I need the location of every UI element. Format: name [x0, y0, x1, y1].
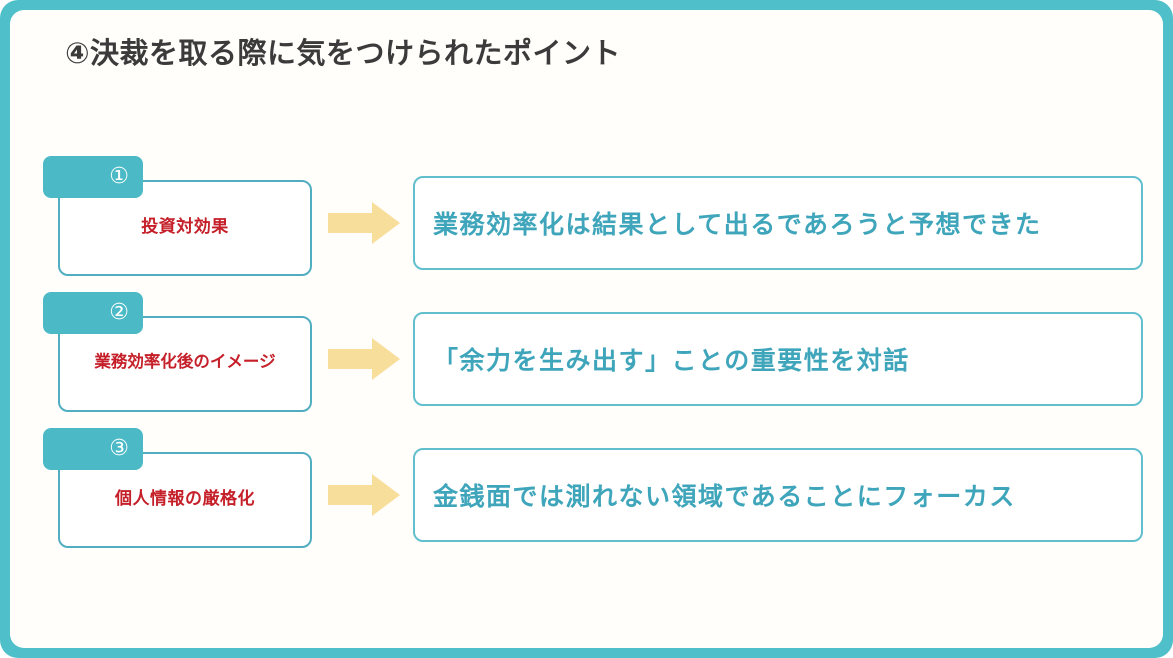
statement-label: 業務効率化は結果として出るであろうと予想できた	[433, 211, 1042, 239]
statement-label: 金銭面では測れない領域であることにフォーカス	[433, 483, 1016, 511]
topic-number-tab: ③	[43, 428, 143, 470]
circled-number-icon: ③	[109, 436, 129, 461]
statement-card: 「余力を生み出す」ことの重要性を対話	[413, 312, 1143, 406]
topic-label: 投資対効果	[141, 217, 229, 236]
slide-canvas: ④決裁を取る際に気をつけられたポイント 投資対効果 ① 業務効率化は結果として出…	[10, 10, 1163, 648]
point-row: 個人情報の厳格化 ③ 金銭面では測れない領域であることにフォーカス	[10, 420, 1163, 550]
statement-card: 業務効率化は結果として出るであろうと予想できた	[413, 176, 1143, 270]
point-row: 業務効率化後のイメージ ② 「余力を生み出す」ことの重要性を対話	[10, 284, 1163, 414]
topic-number-tab: ②	[43, 292, 143, 334]
right-arrow-icon	[328, 200, 400, 246]
topic-label: 業務効率化後のイメージ	[94, 353, 276, 371]
right-arrow-icon	[328, 472, 400, 518]
point-row: 投資対効果 ① 業務効率化は結果として出るであろうと予想できた	[10, 148, 1163, 278]
circled-number-icon: ①	[109, 164, 129, 189]
statement-label: 「余力を生み出す」ことの重要性を対話	[433, 347, 910, 375]
statement-card: 金銭面では測れない領域であることにフォーカス	[413, 448, 1143, 542]
topic-label: 個人情報の厳格化	[115, 489, 255, 508]
circled-number-icon: ②	[109, 300, 129, 325]
topic-number-tab: ①	[43, 156, 143, 198]
right-arrow-icon	[328, 336, 400, 382]
page-title: ④決裁を取る際に気をつけられたポイント	[65, 38, 622, 70]
